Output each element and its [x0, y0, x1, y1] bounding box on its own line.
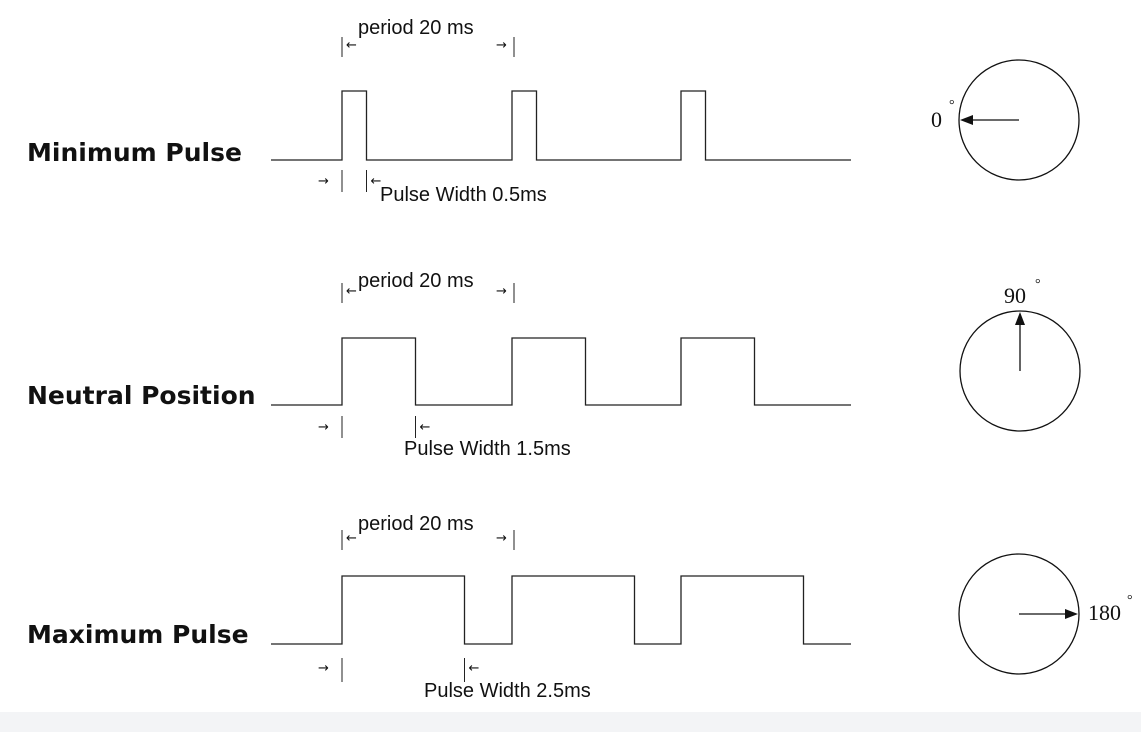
period-left-arrow: ←	[346, 38, 357, 53]
row-minimum-pulse: Minimum Pulse ← → period 20 ms → ← Pulse…	[27, 17, 1080, 206]
pulse-width-right-arrow: ←	[371, 174, 382, 189]
pulse-width-label: Pulse Width 0.5ms	[380, 184, 547, 206]
period-marker: ← → period 20 ms	[341, 17, 515, 57]
dial-arrowhead	[960, 115, 973, 125]
angle-dial: 180 °	[958, 553, 1133, 675]
pulse-width-left-arrow: →	[318, 420, 329, 435]
period-left-arrow: ←	[346, 531, 357, 546]
pulse-width-left-arrow: →	[318, 174, 329, 189]
pulse-width-marker: → ← Pulse Width 1.5ms	[318, 416, 571, 460]
period-label: period 20 ms	[358, 513, 474, 535]
period-left-arrow: ←	[346, 284, 357, 299]
angle-degree-symbol: °	[1035, 277, 1041, 292]
period-marker: ← → period 20 ms	[341, 270, 515, 303]
pulse-width-marker: → ← Pulse Width 0.5ms	[318, 170, 547, 206]
period-label: period 20 ms	[358, 17, 474, 39]
angle-dial: 90 °	[959, 277, 1081, 432]
angle-degree-symbol: °	[949, 98, 955, 113]
pulse-width-left-arrow: →	[318, 661, 329, 676]
angle-dial: 0 °	[931, 59, 1080, 181]
period-label: period 20 ms	[358, 270, 474, 292]
dial-arrowhead	[1015, 312, 1025, 325]
period-right-arrow: →	[496, 38, 507, 53]
footer-band	[0, 712, 1141, 732]
angle-value: 90	[1004, 283, 1026, 308]
diagram-canvas: Minimum Pulse ← → period 20 ms → ← Pulse…	[27, 17, 1133, 702]
pulse-width-right-arrow: ←	[420, 420, 431, 435]
dial-arrowhead	[1065, 609, 1078, 619]
angle-value: 180	[1088, 600, 1121, 625]
pulse-width-label: Pulse Width 1.5ms	[404, 438, 571, 460]
row-label: Minimum Pulse	[27, 138, 242, 167]
row-label: Neutral Position	[27, 381, 256, 410]
pulse-waveform	[271, 337, 851, 406]
period-marker: ← → period 20 ms	[341, 513, 515, 550]
period-right-arrow: →	[496, 531, 507, 546]
row-neutral-position: Neutral Position ← → period 20 ms → ← Pu…	[27, 270, 1081, 460]
row-maximum-pulse: Maximum Pulse ← → period 20 ms → ← Pulse…	[27, 513, 1133, 702]
pulse-width-label: Pulse Width 2.5ms	[424, 680, 591, 702]
angle-value: 0	[931, 107, 942, 132]
row-label: Maximum Pulse	[27, 620, 249, 649]
pulse-width-marker: → ← Pulse Width 2.5ms	[318, 658, 591, 702]
period-right-arrow: →	[496, 284, 507, 299]
angle-degree-symbol: °	[1127, 593, 1133, 608]
pulse-waveform	[271, 575, 851, 645]
pulse-waveform	[271, 90, 851, 161]
pulse-width-right-arrow: ←	[469, 661, 480, 676]
